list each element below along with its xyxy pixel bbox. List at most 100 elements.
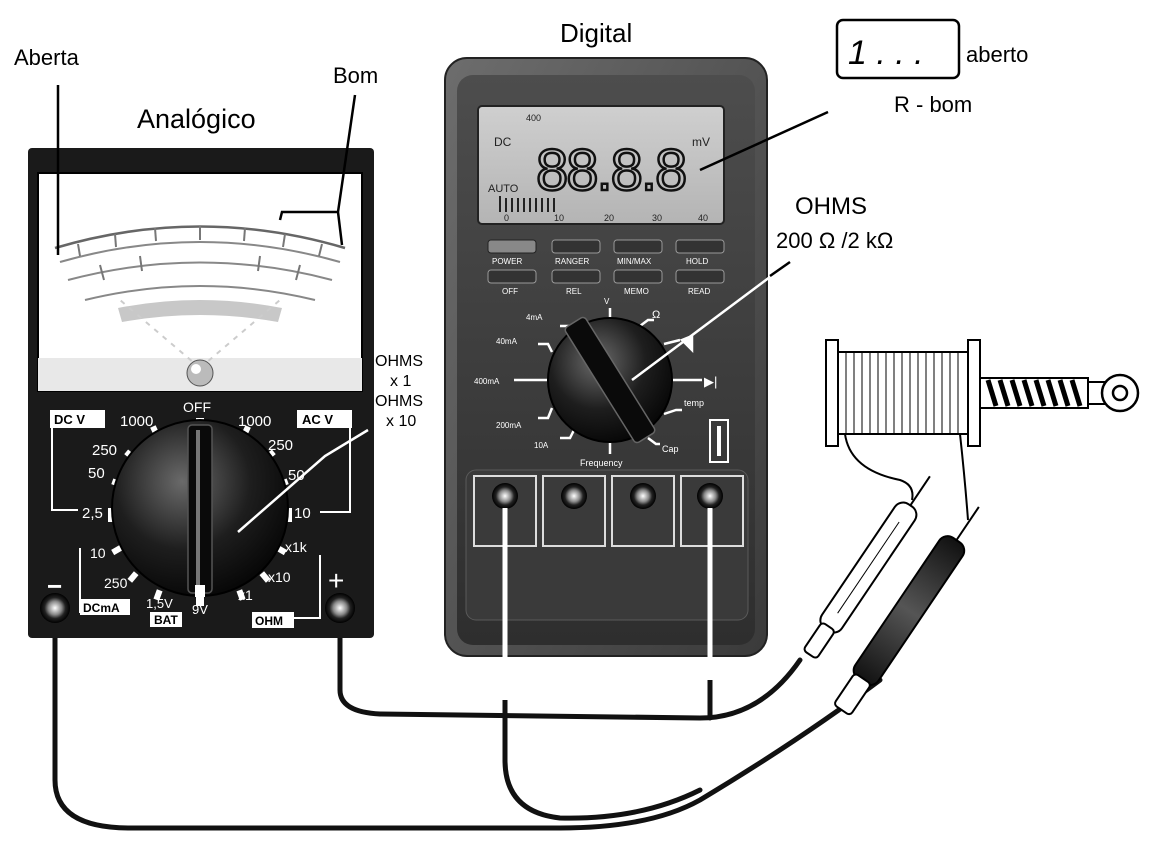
analog-jack-minus[interactable]	[40, 593, 70, 623]
analogico-label: Analógico	[137, 104, 256, 134]
ma-10: 10	[90, 545, 106, 561]
ohms-analog-pointer	[237, 428, 369, 533]
ohms-x1-title: OHMS	[375, 353, 423, 370]
analog-needle-pivot	[186, 359, 214, 387]
bar-tick-30: 30	[652, 213, 662, 223]
digital-label: Digital	[560, 18, 632, 48]
wire-analog-plus	[337, 622, 803, 721]
dial-40ma: 40mA	[496, 337, 518, 346]
dial-cap: Cap	[662, 444, 679, 454]
power-button[interactable]	[487, 239, 537, 254]
digital-multimeter: 400 DC AUTO mV 88.8.8 0 10 20 30 40	[444, 57, 829, 700]
digital-jack-3[interactable]	[630, 483, 656, 509]
x1k-label: x1k	[285, 539, 308, 555]
power-label: POWER	[492, 257, 522, 266]
acv-label-box	[297, 410, 352, 428]
probe-white	[803, 475, 931, 659]
ohms-x1-mult: x 1	[390, 373, 411, 390]
ma-250: 250	[104, 575, 128, 591]
off-label: OFF	[183, 399, 211, 415]
dial-10a: 10A	[534, 441, 549, 450]
dcv-250: 250	[92, 442, 117, 459]
coil-component	[825, 339, 1140, 521]
digital-knob-pointer	[564, 316, 656, 444]
ohms-digital-title: OHMS	[795, 193, 867, 220]
bat-label: BAT	[154, 613, 178, 627]
lcd-display	[477, 105, 725, 225]
dial-ohm: Ω	[652, 309, 660, 321]
rel-button[interactable]	[551, 269, 601, 284]
test-probes	[803, 475, 980, 716]
ranger-button[interactable]	[551, 239, 601, 254]
dial-400ma: 400mA	[474, 377, 500, 386]
ohms-x10-mult: x 10	[386, 413, 416, 430]
hold-button[interactable]	[675, 239, 725, 254]
analog-scale-ticks	[77, 226, 323, 281]
lcd-auto: AUTO	[488, 183, 519, 195]
read-button[interactable]	[675, 269, 725, 284]
aberto-label: aberto	[966, 42, 1028, 67]
digital-jack-2[interactable]	[561, 483, 587, 509]
digital-buttons	[487, 239, 725, 284]
bom-label: Bom	[333, 63, 378, 88]
ohm-label: OHM	[255, 614, 283, 628]
bar-tick-0: 0	[504, 213, 509, 223]
wire-analog-minus	[52, 622, 883, 831]
lcd-mv: mV	[692, 135, 710, 149]
r-bom-label: R - bom	[894, 92, 972, 117]
x10-label: x10	[268, 569, 291, 585]
acv-10: 10	[294, 505, 311, 522]
minmax-button[interactable]	[613, 239, 663, 254]
ohms-digital-pointer	[631, 260, 791, 382]
dial-diode: ▶|	[704, 374, 717, 389]
lcd-bargraph	[499, 196, 555, 212]
bom-pointer	[278, 94, 357, 246]
acv-250: 250	[268, 437, 293, 454]
analog-scale-window	[37, 172, 363, 392]
digital-jack-1[interactable]	[492, 483, 518, 509]
lcd-reading-box	[835, 18, 961, 80]
dial-v: V	[604, 297, 610, 306]
off-button-label: OFF	[502, 287, 518, 296]
dial-temp: temp	[684, 398, 704, 408]
lcd-digits: 88.8.8	[536, 138, 685, 203]
acv-label: AC V	[302, 412, 333, 427]
lcd-400: 400	[526, 113, 541, 123]
ohms-digital-range: 200 Ω /2 kΩ	[776, 228, 893, 253]
off-button[interactable]	[487, 269, 537, 284]
lcd-reading-value: 1 . . .	[848, 34, 924, 72]
digital-jacks	[473, 475, 744, 547]
memo-label: MEMO	[624, 287, 649, 296]
v15-label: 1,5V	[146, 596, 173, 611]
aberta-label: Aberta	[14, 45, 80, 70]
analog-jack-plus[interactable]	[325, 593, 355, 623]
ranger-label: RANGER	[555, 257, 589, 266]
wire-digital-com	[502, 502, 703, 821]
dcv-50: 50	[88, 465, 105, 482]
bar-tick-40: 40	[698, 213, 708, 223]
bar-tick-20: 20	[604, 213, 614, 223]
dcv-label: DC V	[54, 412, 85, 427]
acv-50: 50	[288, 467, 305, 484]
minus-label: −	[47, 571, 62, 601]
minmax-label: MIN/MAX	[617, 257, 652, 266]
probe-black	[834, 506, 980, 716]
lcd-dc: DC	[494, 135, 512, 149]
memo-button[interactable]	[613, 269, 663, 284]
hold-label: HOLD	[686, 257, 708, 266]
dial-200ma: 200mA	[496, 421, 522, 430]
acv-1000: 1000	[238, 413, 271, 430]
dcv-25: 2,5	[82, 505, 103, 522]
dcma-label: DCmA	[83, 601, 120, 615]
analog-mirror-band	[118, 300, 282, 322]
analog-multimeter: DC V AC V OFF 1000 250 50 2,5 1000 250 5…	[28, 85, 374, 638]
dial-4ma: 4mA	[526, 313, 543, 322]
dcv-label-box	[50, 410, 105, 428]
digital-jack-4[interactable]	[697, 483, 723, 509]
coil-winding	[837, 351, 969, 435]
bar-tick-10: 10	[554, 213, 564, 223]
plus-label: +	[328, 565, 344, 596]
read-label: READ	[688, 287, 710, 296]
dcv-1000: 1000	[120, 413, 153, 430]
